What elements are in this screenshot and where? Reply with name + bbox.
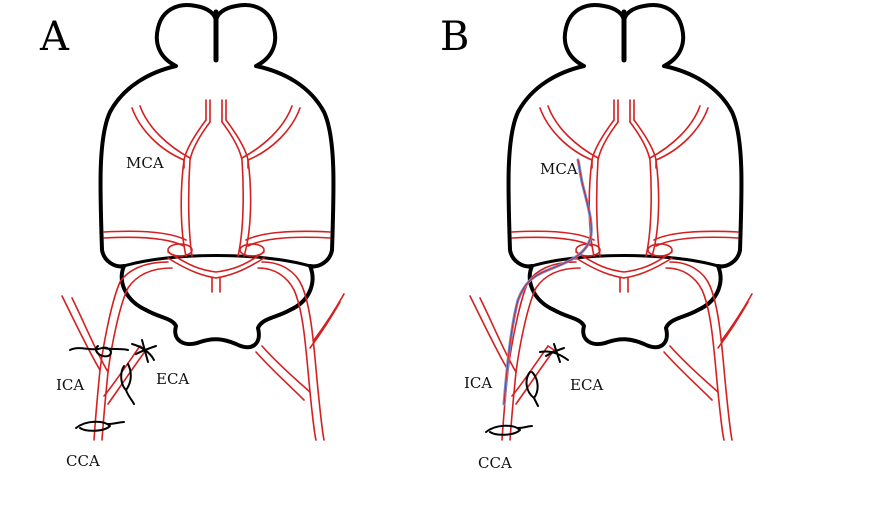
filament-b [502, 158, 593, 406]
label-ica-a: ICA [56, 376, 84, 394]
panel-letter-b: B [440, 14, 469, 60]
label-eca-a: ECA [156, 370, 189, 388]
panel-letter-a: A [39, 14, 70, 60]
label-cca-a: CCA [66, 452, 100, 470]
ligatures-a [69, 339, 157, 432]
label-eca-b: ECA [570, 376, 603, 394]
brain-vessel-drawing-b [470, 5, 752, 440]
panel-a: A MCA ICA ECA CCA [39, 5, 344, 470]
panel-b: B MCA ICA ECA CCA [440, 5, 752, 472]
brain-vessel-drawing-a [62, 5, 344, 440]
ligatures-b [485, 343, 569, 436]
label-mca-a: MCA [126, 154, 164, 172]
label-mca-b: MCA [540, 160, 578, 178]
label-ica-b: ICA [464, 374, 492, 392]
label-cca-b: CCA [478, 454, 512, 472]
